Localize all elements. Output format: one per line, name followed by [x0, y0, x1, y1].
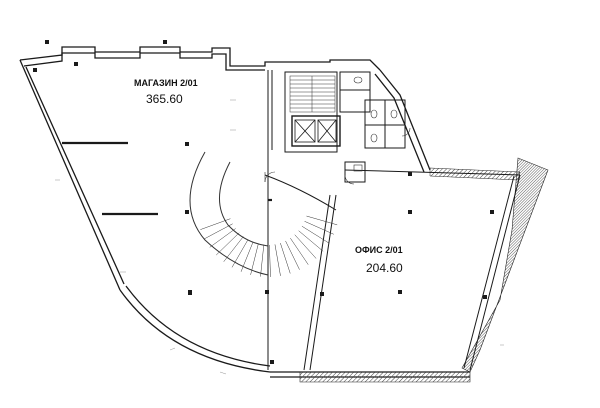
stair-tread: [216, 232, 240, 256]
stair-tread: [200, 218, 231, 230]
stair-tread: [280, 242, 291, 274]
stair-tread: [290, 238, 309, 265]
stair-tread: [250, 243, 259, 275]
annotations: [55, 99, 504, 375]
stair-tread: [269, 244, 271, 277]
stair-tread: [294, 234, 317, 259]
stair-tread: [304, 221, 334, 235]
stair-tread: [223, 236, 244, 262]
stair-tread: [240, 241, 254, 272]
interior-walls: [264, 70, 521, 371]
office-room-area: 204.60: [366, 261, 403, 275]
core-stair: [289, 75, 336, 113]
doors: [264, 127, 411, 185]
columns: [33, 40, 494, 364]
stair-tread: [260, 244, 265, 277]
elevator-cars: [291, 115, 341, 147]
wc-fixtures: [353, 76, 398, 172]
stair-tread: [298, 230, 324, 252]
stair-tread: [231, 239, 249, 268]
window-bars: [62, 141, 272, 216]
stair-tread: [209, 228, 236, 248]
shop-room-name: МАГАЗИН 2/01: [134, 78, 198, 88]
stair-tread: [306, 215, 338, 226]
stair-tread: [301, 225, 330, 244]
hatched-walls: [299, 157, 549, 383]
stair-tread: [285, 240, 300, 270]
shop-room-area: 365.60: [146, 92, 183, 106]
office-room-name: ОФИС 2/01: [355, 245, 403, 255]
stair-tread: [274, 244, 281, 276]
spiral-stair: [189, 151, 338, 277]
stair-tread: [204, 223, 233, 240]
exterior-walls: [19, 46, 470, 378]
